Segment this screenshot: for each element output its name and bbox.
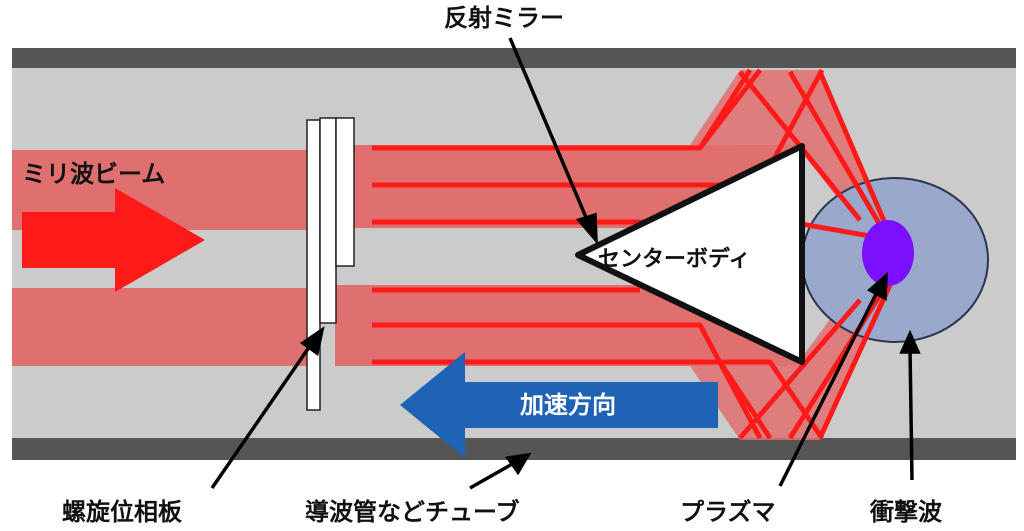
mmwave-beam-lower — [12, 288, 318, 366]
waveplate-segment-1 — [306, 119, 321, 411]
callout-plasma-arrowhead — [866, 271, 888, 301]
tube-wall-bottom — [12, 438, 1016, 460]
waveplate-segment-2 — [319, 117, 337, 324]
waveplate-segment-3 — [335, 117, 355, 267]
callout-waveplate-line — [210, 342, 314, 489]
beam-direction-arrow — [22, 188, 205, 292]
tube-wall-top — [12, 48, 1016, 68]
acceleration-direction-arrow — [400, 352, 718, 458]
label-shockwave: 衝撃波 — [869, 498, 943, 526]
callout-waveguide-arrowhead — [504, 452, 532, 476]
label-reflector: 反射ミラー — [444, 4, 564, 32]
plasma — [862, 220, 914, 286]
callout-waveguide-line — [469, 461, 515, 490]
callout-shockwave-line — [908, 347, 914, 481]
callout-reflector-line — [508, 37, 590, 223]
callout-shockwave-arrowhead — [899, 329, 921, 354]
callout-plasma-line — [778, 289, 880, 487]
label-waveplate: 螺旋位相板 — [62, 498, 183, 526]
label-plasma: プラズマ — [680, 498, 776, 526]
label-waveguide: 導波管などチューブ — [305, 498, 520, 526]
label-direction: 加速方向 — [520, 391, 616, 419]
centerbody — [575, 143, 805, 365]
callout-waveplate-arrowhead — [299, 326, 325, 356]
label-mmwave: ミリ波ビーム — [22, 160, 165, 188]
label-centerbody: センターボディ — [598, 246, 750, 272]
beam-lines-lower — [372, 283, 893, 440]
callout-reflector-arrowhead — [575, 212, 598, 245]
